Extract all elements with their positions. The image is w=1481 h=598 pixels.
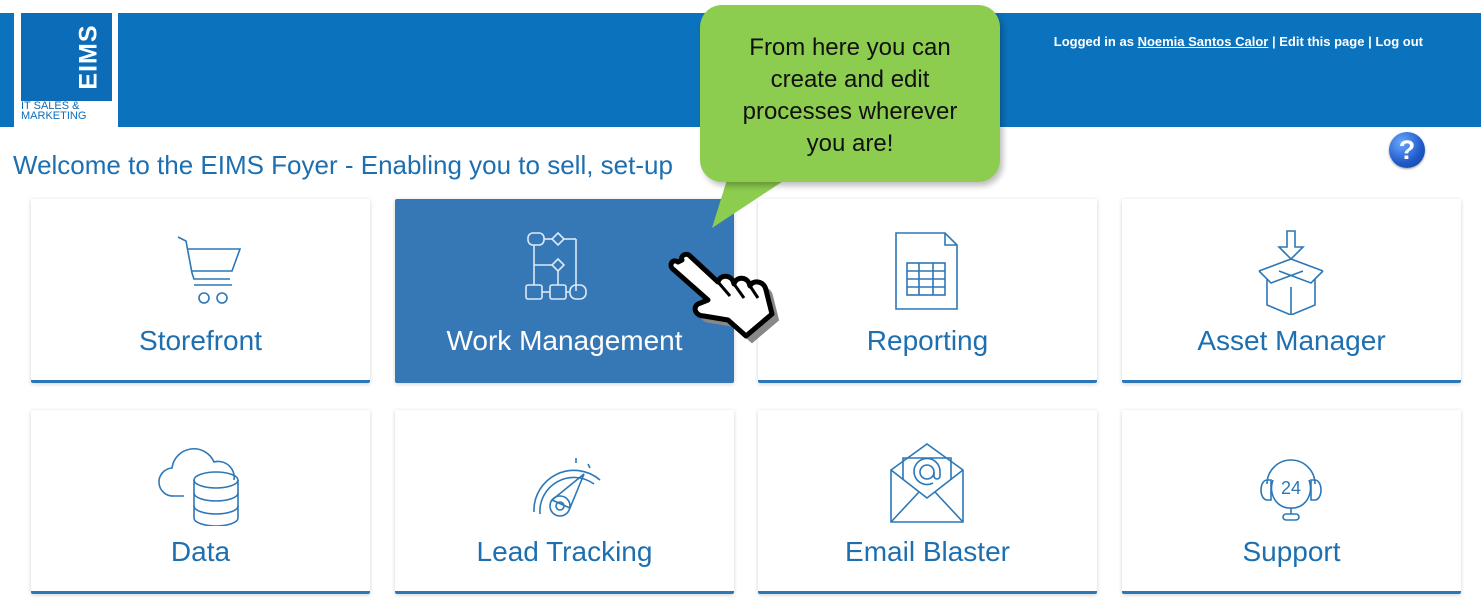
logo-sub-line2: MARKETING — [21, 110, 87, 122]
logo-brand-text: EIMS — [74, 24, 103, 90]
logout-link[interactable]: Log out — [1375, 34, 1423, 49]
svg-text:24: 24 — [1281, 478, 1301, 498]
help-glyph: ? — [1398, 135, 1416, 165]
headset-24-icon: 24 — [1241, 436, 1341, 526]
separator: | — [1271, 34, 1276, 49]
logo-subtitle: IT SALES & MARKETING — [21, 100, 117, 122]
tile-reporting[interactable]: Reporting — [758, 199, 1097, 383]
logo-sub-line1: IT SALES & — [21, 100, 80, 112]
separator: | — [1368, 34, 1372, 49]
spreadsheet-icon — [877, 225, 977, 315]
workflow-icon — [514, 225, 614, 315]
tile-label: Reporting — [866, 325, 989, 356]
tile-label: Storefront — [139, 325, 262, 356]
tile-label: Lead Tracking — [476, 536, 653, 567]
callout-line: create and edit — [770, 66, 930, 93]
callout-line: processes wherever — [742, 98, 958, 125]
user-name-link[interactable]: Noemia Santos Calor — [1137, 34, 1269, 49]
edit-page-link[interactable]: Edit this page — [1279, 34, 1365, 49]
callout-bubble: From here you can create and edit proces… — [700, 5, 1000, 182]
callout-line: you are! — [806, 130, 894, 157]
tile-email-blaster[interactable]: Email Blaster — [758, 410, 1097, 594]
tile-support[interactable]: 24 Support — [1122, 410, 1461, 594]
logo-mark: EIMS — [21, 13, 112, 101]
welcome-message: Welcome to the EIMS Foyer - Enabling you… — [13, 150, 673, 180]
speedometer-icon — [514, 436, 614, 526]
tile-label: Email Blaster — [845, 536, 1010, 567]
tile-storefront[interactable]: Storefront — [31, 199, 370, 383]
envelope-at-icon — [877, 436, 977, 526]
tile-data[interactable]: Data — [31, 410, 370, 594]
tile-lead-tracking[interactable]: Lead Tracking — [395, 410, 734, 594]
help-icon[interactable]: ? — [1389, 132, 1425, 168]
tile-work-management[interactable]: Work Management — [395, 199, 734, 383]
shopping-cart-icon — [150, 225, 250, 315]
callout-tail — [712, 170, 800, 228]
cloud-database-icon — [150, 436, 250, 526]
callout-text: From here you can create and edit proces… — [700, 32, 1000, 160]
callout-line: From here you can — [749, 34, 951, 61]
tile-label: Asset Manager — [1197, 325, 1386, 356]
eims-logo[interactable]: EIMS IT SALES & MARKETING — [14, 13, 118, 127]
tile-asset-manager[interactable]: Asset Manager — [1122, 199, 1461, 383]
box-download-icon — [1241, 225, 1341, 315]
user-bar: Logged in as Noemia Santos Calor | Edit … — [1054, 34, 1423, 49]
tile-label: Support — [1242, 536, 1341, 567]
tile-label: Data — [170, 536, 231, 567]
tile-label: Work Management — [446, 325, 683, 356]
pointing-hand-icon — [668, 251, 780, 344]
logged-in-prefix: Logged in as — [1053, 34, 1134, 49]
